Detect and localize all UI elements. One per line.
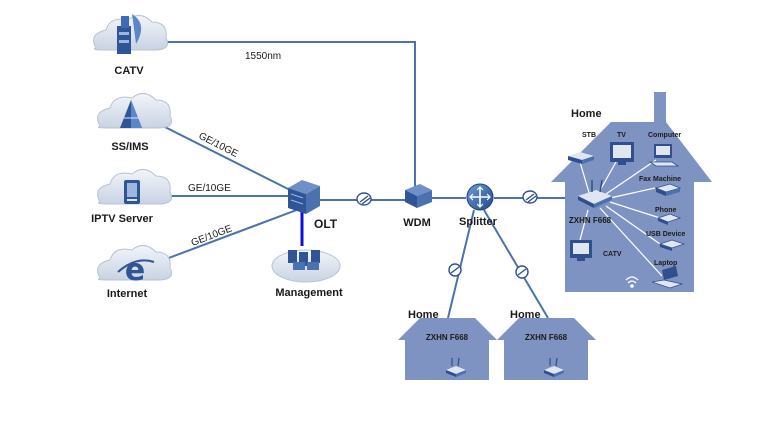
satellite-tower-icon <box>117 14 142 54</box>
usb-device-icon <box>658 239 686 251</box>
fax-machine-icon <box>654 183 682 196</box>
pyramid-server-icon <box>120 100 142 128</box>
home-right: Home ZXHN F668 <box>497 309 596 380</box>
computer-icon <box>648 144 680 167</box>
iptv-server-icon <box>124 180 140 204</box>
wdm-device-icon <box>405 184 432 208</box>
management-servers-icon <box>288 250 320 270</box>
connector-marker-3 <box>448 263 462 277</box>
computer-label: Computer <box>648 132 681 139</box>
main-ont-label: ZXHN F668 <box>569 216 612 225</box>
catv-label: CATV <box>114 65 144 77</box>
splitter-label: Splitter <box>459 216 498 228</box>
wifi-icon <box>625 276 639 288</box>
usb-device-label: USB Device <box>646 231 685 238</box>
connector-marker-2 <box>522 190 538 204</box>
management-label: Management <box>275 287 343 299</box>
splitter-node: Splitter <box>459 183 498 228</box>
catv-source: CATV <box>93 14 168 77</box>
internet-source: e Internet <box>97 245 172 300</box>
home-right-ont-label: ZXHN F668 <box>525 333 568 342</box>
main-home-catv-label: CATV <box>603 251 622 258</box>
olt-node: OLT <box>288 180 338 231</box>
connector-marker-4 <box>515 265 529 279</box>
home-left-house-shape <box>398 318 497 380</box>
main-home-house-shape <box>551 92 712 292</box>
iptv-rate-label: GE/10GE <box>188 183 231 194</box>
laptop-icon <box>651 266 684 289</box>
olt-label: OLT <box>314 217 338 231</box>
home-left: Home ZXHN F668 <box>398 309 497 380</box>
fax-label: Fax Machine <box>639 176 681 183</box>
home-right-house-shape <box>497 318 596 380</box>
catv-tv-icon <box>570 240 592 261</box>
ss-ims-label: SS/IMS <box>111 141 148 153</box>
home-right-ont-icon <box>544 357 564 377</box>
home-left-ont-icon <box>446 357 466 377</box>
phone-label: Phone <box>655 207 676 214</box>
svg-text:e: e <box>125 253 145 288</box>
wavelength-label: 1550nm <box>245 51 281 62</box>
main-home-title: Home <box>571 108 602 120</box>
internet-e-icon: e <box>117 253 155 288</box>
stb-icon <box>568 152 594 164</box>
main-home-device-links <box>579 159 663 277</box>
phone-icon <box>656 213 682 225</box>
ss-ims-source: SS/IMS <box>97 93 172 153</box>
splitter-right-home-link <box>483 209 549 319</box>
management-node: Management <box>271 249 343 299</box>
home-left-ont-label: ZXHN F668 <box>426 333 469 342</box>
stb-label: STB <box>582 132 596 139</box>
tv-label: TV <box>617 132 626 139</box>
ss-ims-link <box>154 121 303 197</box>
iptv-server-source: IPTV Server <box>91 169 172 225</box>
connector-marker-1 <box>356 192 372 206</box>
splitter-left-home-link <box>447 209 475 319</box>
wdm-label: WDM <box>403 217 431 229</box>
splitter-icon <box>466 183 494 211</box>
tv-icon <box>610 142 634 165</box>
main-ont-router-icon <box>578 179 612 208</box>
internet-link <box>149 207 303 266</box>
olt-chassis-icon <box>288 180 320 214</box>
main-home: Home ZXHN F668 STB <box>551 92 712 292</box>
internet-label: Internet <box>107 288 148 300</box>
laptop-label: Laptop <box>654 260 677 267</box>
fiber-connectors <box>356 190 538 279</box>
wdm-node: WDM <box>403 184 432 229</box>
iptv-server-label: IPTV Server <box>91 213 153 225</box>
catv-fiber-link <box>160 41 416 188</box>
